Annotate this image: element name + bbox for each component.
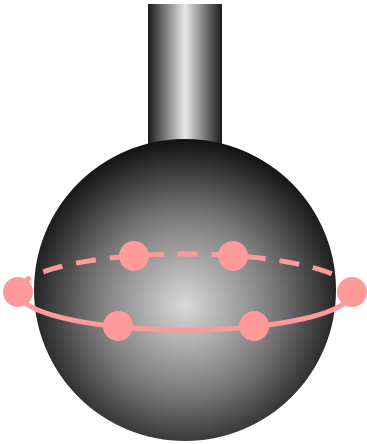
ring-marker-back-right: [218, 241, 248, 271]
ring-marker-back-left: [119, 241, 149, 271]
ring-marker-front-left: [103, 311, 133, 341]
ring-marker-left: [3, 277, 33, 307]
ring-marker-right: [337, 277, 367, 307]
sphere: [34, 139, 336, 441]
ring-marker-front-right: [239, 311, 269, 341]
